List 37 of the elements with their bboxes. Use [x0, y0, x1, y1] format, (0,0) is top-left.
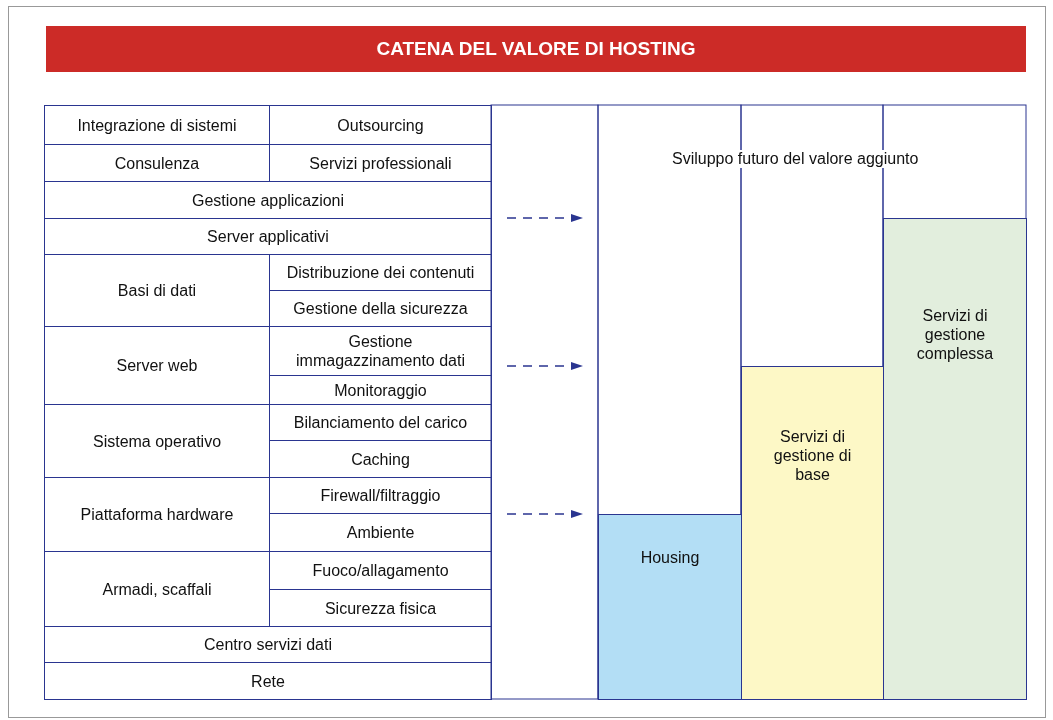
layer-label: Server web [116, 356, 198, 375]
service-label: Servizi di gestione di base [772, 426, 853, 484]
layer-box [44, 105, 270, 145]
layer-label: Sicurezza fisica [324, 598, 437, 618]
layer-box [44, 662, 492, 700]
layer-label: Gestione della sicurezza [293, 299, 468, 318]
layer-label: Outsourcing [337, 115, 424, 135]
layer-label: Centro servizi dati [203, 635, 332, 654]
layer-label: Server applicativi [207, 227, 329, 246]
layer-box [44, 626, 492, 663]
layer-label: Bilanciamento del carico [293, 413, 468, 432]
layer-label: Distribuzione dei contenuti [286, 263, 475, 282]
layer-label: Fuoco/allagamento [312, 561, 449, 580]
layer-label: Sistema operativo [92, 431, 222, 451]
layer-label: Caching [351, 449, 410, 469]
layer-label: Consulenza [114, 153, 200, 173]
layer-label: Basi di dati [117, 281, 197, 300]
service-bar [741, 366, 884, 700]
service-label: Servizi di gestione complessa [915, 305, 995, 363]
layer-label: Servizi professionali [309, 153, 452, 173]
layer-label: Rete [251, 671, 285, 691]
layer-label: Monitoraggio [334, 380, 427, 400]
service-bar [598, 514, 742, 700]
layer-label: Gestione immagazzinamento dati [295, 332, 466, 370]
layer-box [44, 218, 492, 255]
title-banner: CATENA DEL VALORE DI HOSTING [46, 26, 1026, 72]
service-label: Housing [640, 548, 700, 568]
layer-label: Gestione applicazioni [191, 190, 345, 210]
layer-label: Armadi, scaffali [102, 579, 212, 599]
layer-label: Firewall/filtraggio [320, 486, 441, 505]
note-text: Sviluppo futuro del valore aggiunto [670, 150, 921, 168]
layer-box [269, 105, 492, 145]
layer-label: Integrazione di sistemi [77, 115, 237, 135]
service-bar [883, 218, 1027, 700]
layer-label: Piattaforma hardware [80, 505, 234, 524]
layer-box [44, 181, 492, 219]
layer-label: Ambiente [346, 523, 415, 542]
